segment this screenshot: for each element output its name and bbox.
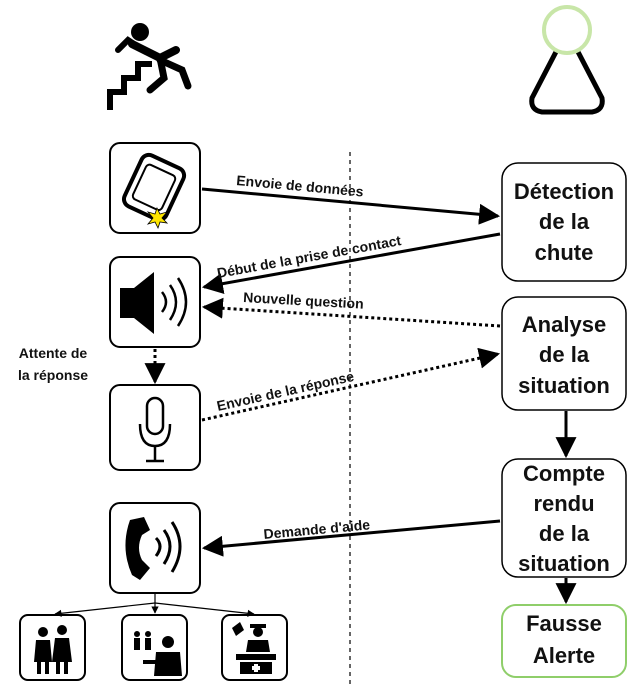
call-fanout-edges (54, 594, 255, 617)
edge-label-nouvelle-question: Nouvelle question (243, 289, 364, 312)
edge-envoie-reponse (201, 347, 501, 422)
detection-line-1: Détection (514, 179, 614, 204)
emergency-icon (232, 622, 276, 674)
fausse-alerte-node: Fausse Alerte (501, 604, 627, 678)
compte-rendu-node: Compte rendu de la situation (501, 458, 627, 578)
side-label-line-2: la réponse (18, 367, 88, 383)
emergency-box (221, 614, 288, 681)
speaker-icon (120, 272, 188, 334)
analyse-line-2: de la (539, 342, 590, 367)
compte-rendu-line-2: rendu (533, 491, 594, 516)
compte-rendu-line-1: Compte (523, 461, 605, 486)
family-box (19, 614, 86, 681)
analyse-line-1: Analyse (522, 312, 606, 337)
analyse-line-3: situation (518, 373, 610, 398)
side-label-line-1: Attente de (19, 345, 88, 361)
caregiver-icon (134, 631, 182, 676)
family-icon (34, 625, 72, 674)
speaker-box (109, 256, 201, 348)
edge-label-envoie-reponse: Envoie de la réponse (215, 368, 355, 414)
smartphone-icon (121, 152, 187, 230)
phone-call-icon (125, 517, 182, 580)
edge-nouvelle-question (201, 297, 501, 328)
person-falling-stairs-icon (107, 23, 192, 110)
analyse-node: Analyse de la situation (501, 296, 627, 411)
phone-call-box (109, 502, 201, 594)
detection-line-3: chute (535, 240, 594, 265)
fausse-alerte-line-2: Alerte (533, 643, 595, 668)
compte-rendu-line-3: de la (539, 521, 590, 546)
edge-label-envoie-donnees: Envoie de données (236, 172, 365, 200)
smartphone-box (109, 142, 201, 234)
edge-debut-contact (201, 232, 501, 295)
edge-envoie-donnees (201, 187, 501, 225)
impact-star-icon (146, 206, 169, 230)
assistant-robot-icon (529, 5, 605, 115)
microphone-box (109, 384, 201, 471)
caregiver-box (121, 614, 188, 681)
fausse-alerte-line-1: Fausse (526, 611, 602, 636)
detection-node: Détection de la chute (501, 162, 627, 282)
microphone-icon (138, 396, 172, 463)
detection-line-2: de la (539, 209, 590, 234)
compte-rendu-line-4: situation (518, 551, 610, 576)
edge-demande-aide (201, 519, 501, 557)
